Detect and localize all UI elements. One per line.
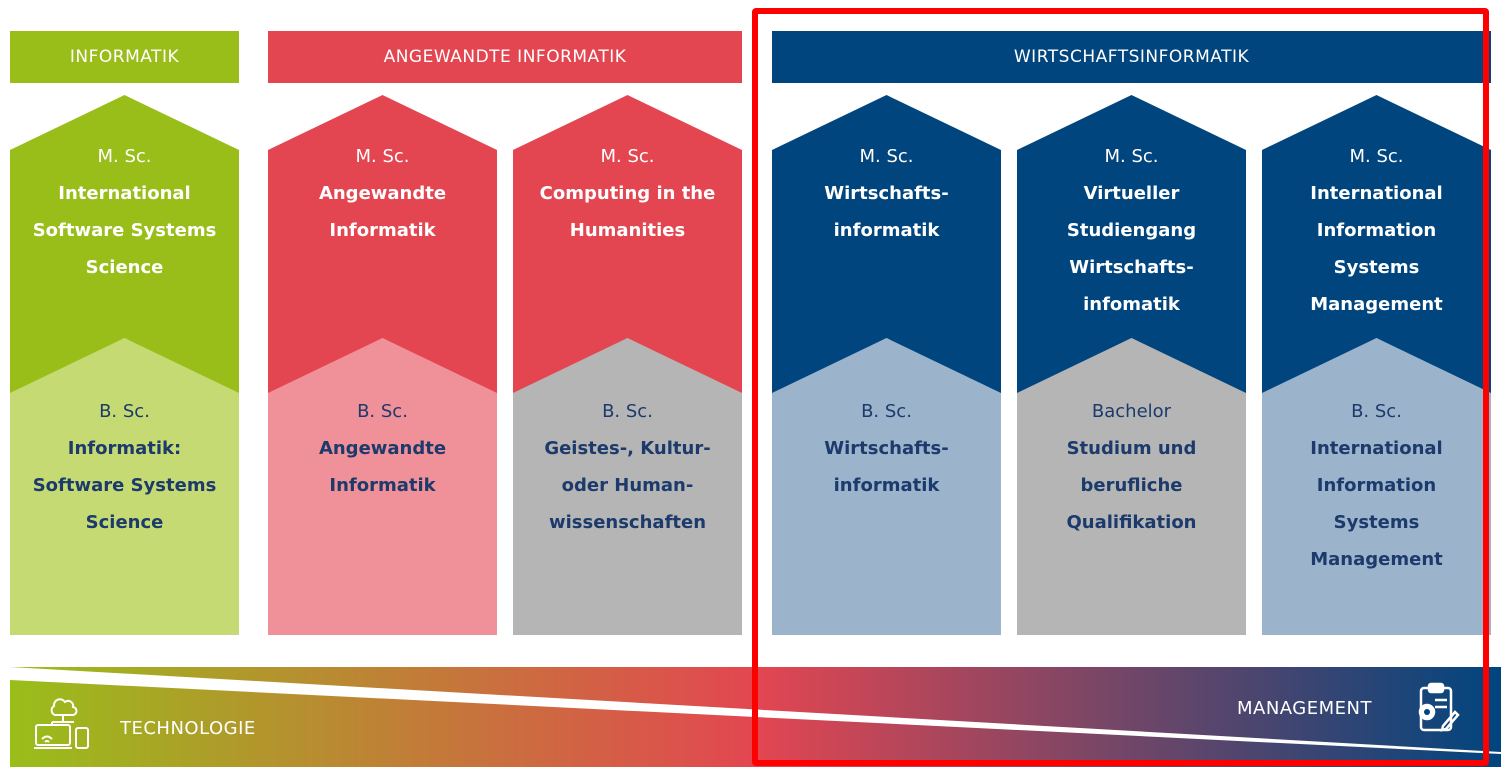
bachelor-program-name: Studium und berufliche Qualifikation	[1066, 438, 1197, 533]
master-block	[513, 95, 742, 393]
bachelor-text: B. Sc. Angewandte Informatik	[268, 393, 497, 504]
master-block	[10, 95, 239, 393]
master-block	[268, 95, 497, 393]
highlight-frame	[752, 8, 1489, 766]
master-text: M. Sc. Angewandte Informatik	[268, 138, 497, 249]
master-block	[1262, 95, 1491, 393]
bachelor-degree: B. Sc.	[861, 401, 912, 422]
master-text: M. Sc. Virtueller Studiengang Wirtschaft…	[1017, 138, 1246, 323]
master-text: M. Sc. International Software Systems Sc…	[10, 138, 239, 286]
category-header-wirtschaftsinformatik: WIRTSCHAFTSINFORMATIK	[772, 31, 1491, 83]
bachelor-text: B. Sc. Wirtschafts- informatik	[772, 393, 1001, 504]
bachelor-block	[268, 338, 497, 635]
program-column-5: M. Sc. Virtueller Studiengang Wirtschaft…	[1017, 0, 1246, 640]
bachelor-program-name: Geistes-, Kultur- oder Human- wissenscha…	[544, 438, 711, 533]
bachelor-text: B. Sc. Geistes-, Kultur- oder Human- wis…	[513, 393, 742, 541]
devices-cloud-icon	[32, 692, 92, 752]
master-degree: M. Sc.	[355, 146, 410, 167]
master-text: M. Sc. Computing in the Humanities	[513, 138, 742, 249]
management-label: MANAGEMENT	[1237, 698, 1372, 719]
master-degree: M. Sc.	[859, 146, 914, 167]
master-program-name: International Software Systems Science	[32, 183, 217, 278]
category-header-informatik: INFORMATIK	[10, 31, 239, 83]
master-text: M. Sc. Wirtschafts- informatik	[772, 138, 1001, 249]
bachelor-text: B. Sc. Informatik: Software Systems Scie…	[10, 393, 239, 541]
program-column-4: M. Sc. Wirtschafts- informatik B. Sc. Wi…	[772, 0, 1001, 640]
master-program-name: International Information Systems Manage…	[1310, 183, 1443, 315]
master-degree: M. Sc.	[1349, 146, 1404, 167]
program-column-6: M. Sc. International Information Systems…	[1262, 0, 1491, 640]
master-program-name: Wirtschafts- informatik	[824, 183, 949, 241]
master-degree: M. Sc.	[1104, 146, 1159, 167]
bachelor-program-name: International Information Systems Manage…	[1310, 438, 1443, 570]
bachelor-text: Bachelor Studium und berufliche Qualifik…	[1017, 393, 1246, 541]
category-header-angewandte-informatik: ANGEWANDTE INFORMATIK	[268, 31, 742, 83]
master-block	[1017, 95, 1246, 393]
bachelor-program-name: Informatik: Software Systems Science	[32, 438, 217, 533]
technologie-label: TECHNOLOGIE	[120, 718, 256, 739]
master-program-name: Computing in the Humanities	[539, 183, 716, 241]
bachelor-degree: B. Sc.	[602, 401, 653, 422]
program-column-1: M. Sc. International Software Systems Sc…	[10, 0, 239, 640]
bachelor-program-name: Angewandte Informatik	[318, 438, 447, 496]
program-column-3: M. Sc. Computing in the Humanities B. Sc…	[513, 0, 742, 640]
bachelor-program-name: Wirtschafts- informatik	[824, 438, 949, 496]
bachelor-degree: B. Sc.	[99, 401, 150, 422]
master-block	[772, 95, 1001, 393]
bachelor-degree: Bachelor	[1091, 401, 1172, 422]
clipboard-gear-icon	[1413, 682, 1461, 736]
master-text: M. Sc. International Information Systems…	[1262, 138, 1491, 323]
master-degree: M. Sc.	[97, 146, 152, 167]
bachelor-text: B. Sc. International Information Systems…	[1262, 393, 1491, 578]
bachelor-block	[513, 338, 742, 635]
master-program-name: Virtueller Studiengang Wirtschafts- info…	[1066, 183, 1197, 315]
bachelor-block	[772, 338, 1001, 635]
master-degree: M. Sc.	[600, 146, 655, 167]
bachelor-block	[1262, 338, 1491, 635]
bachelor-degree: B. Sc.	[357, 401, 408, 422]
bachelor-degree: B. Sc.	[1351, 401, 1402, 422]
program-column-2: M. Sc. Angewandte Informatik B. Sc. Ange…	[268, 0, 497, 640]
master-program-name: Angewandte Informatik	[318, 183, 447, 241]
bachelor-block	[1017, 338, 1246, 635]
bachelor-block	[10, 338, 239, 635]
